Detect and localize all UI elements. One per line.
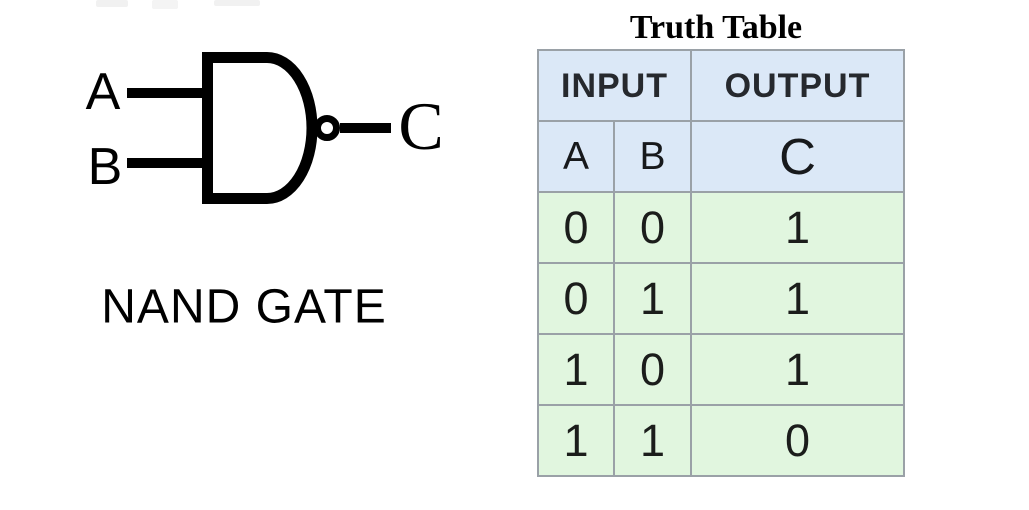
cell-a: 1: [537, 404, 615, 477]
table-header-row: INPUT OUTPUT: [537, 49, 905, 122]
table-row: 0 0 1: [537, 191, 905, 264]
table-row: 0 1 1: [537, 262, 905, 335]
cell-c: 1: [690, 333, 905, 406]
cell-a: 0: [537, 191, 615, 264]
cell-c: 1: [690, 191, 905, 264]
cell-b: 0: [613, 333, 692, 406]
column-c-header: C: [690, 120, 905, 193]
table-row: 1 0 1: [537, 333, 905, 406]
column-b-header: B: [613, 120, 692, 193]
truth-table: INPUT OUTPUT A B C 0 0 1 0 1 1 1 0: [537, 49, 905, 477]
cell-c: 0: [690, 404, 905, 477]
output-c-label: C: [398, 88, 444, 164]
inversion-bubble-icon: [314, 115, 340, 141]
truth-table-title: Truth Table: [629, 9, 803, 46]
cell-a: 1: [537, 333, 615, 406]
column-a-header: A: [537, 120, 615, 193]
cell-c: 1: [690, 262, 905, 335]
input-b-label: B: [87, 138, 123, 196]
cell-a: 0: [537, 262, 615, 335]
input-a-label: A: [85, 63, 121, 121]
input-header-cell: INPUT: [537, 49, 692, 122]
output-header-cell: OUTPUT: [690, 49, 905, 122]
nand-gate-diagram: [127, 52, 391, 204]
top-edge-artifact: [152, 0, 178, 9]
nand-gate-body: [202, 52, 318, 204]
top-edge-artifact: [214, 0, 260, 6]
table-row: 1 1 0: [537, 404, 905, 477]
cell-b: 0: [613, 191, 692, 264]
gate-caption: NAND GATE: [101, 280, 387, 334]
cell-b: 1: [613, 404, 692, 477]
top-edge-artifact: [96, 0, 128, 7]
cell-b: 1: [613, 262, 692, 335]
table-subheader-row: A B C: [537, 120, 905, 193]
